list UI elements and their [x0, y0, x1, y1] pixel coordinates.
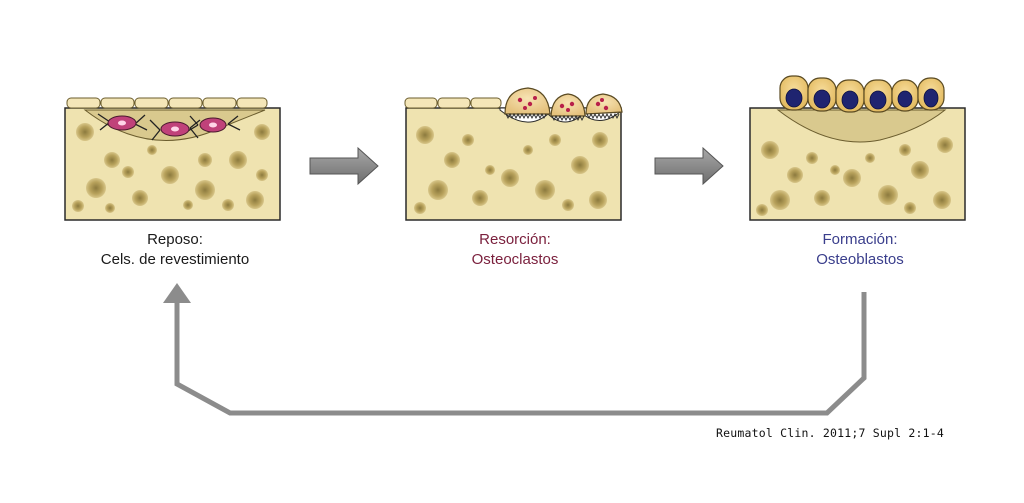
- stage-label-reposo: Reposo: Cels. de revestimiento: [60, 230, 290, 270]
- citation: Reumatol Clin. 2011;7 Supl 2:1-4: [716, 426, 944, 440]
- arrow-reposo-to-resorcion: [309, 146, 379, 186]
- stage-label-resorcion: Resorción: Osteoclastos: [400, 230, 630, 270]
- arrow-resorcion-to-formacion: [654, 146, 724, 186]
- lining-cells: [66, 97, 268, 109]
- stage-subtitle: Osteoblastos: [816, 251, 904, 268]
- stage-subtitle: Cels. de revestimiento: [100, 251, 250, 268]
- cycle-return-arrowhead: [163, 283, 191, 303]
- panel-reposo: [64, 97, 281, 221]
- osteoblasts: [779, 75, 945, 113]
- panel-formacion: [749, 75, 966, 221]
- stage-title: Formación:: [822, 231, 898, 248]
- bone-lacunae: [414, 126, 608, 214]
- bone-lacunae: [72, 123, 270, 213]
- stage-label-formacion: Formación: Osteoblastos: [745, 230, 975, 270]
- bone-lacunae: [756, 137, 953, 216]
- lining-cells: [404, 97, 502, 109]
- osteocytes: [97, 113, 241, 141]
- osteoclasts: [504, 87, 623, 122]
- stage-subtitle: Osteoclastos: [471, 251, 559, 268]
- stage-title: Reposo:: [147, 231, 203, 248]
- cycle-return-line: [174, 292, 867, 416]
- stage-title: Resorción:: [479, 231, 551, 248]
- panel-resorcion: [404, 87, 623, 221]
- new-osteoid: [776, 109, 947, 143]
